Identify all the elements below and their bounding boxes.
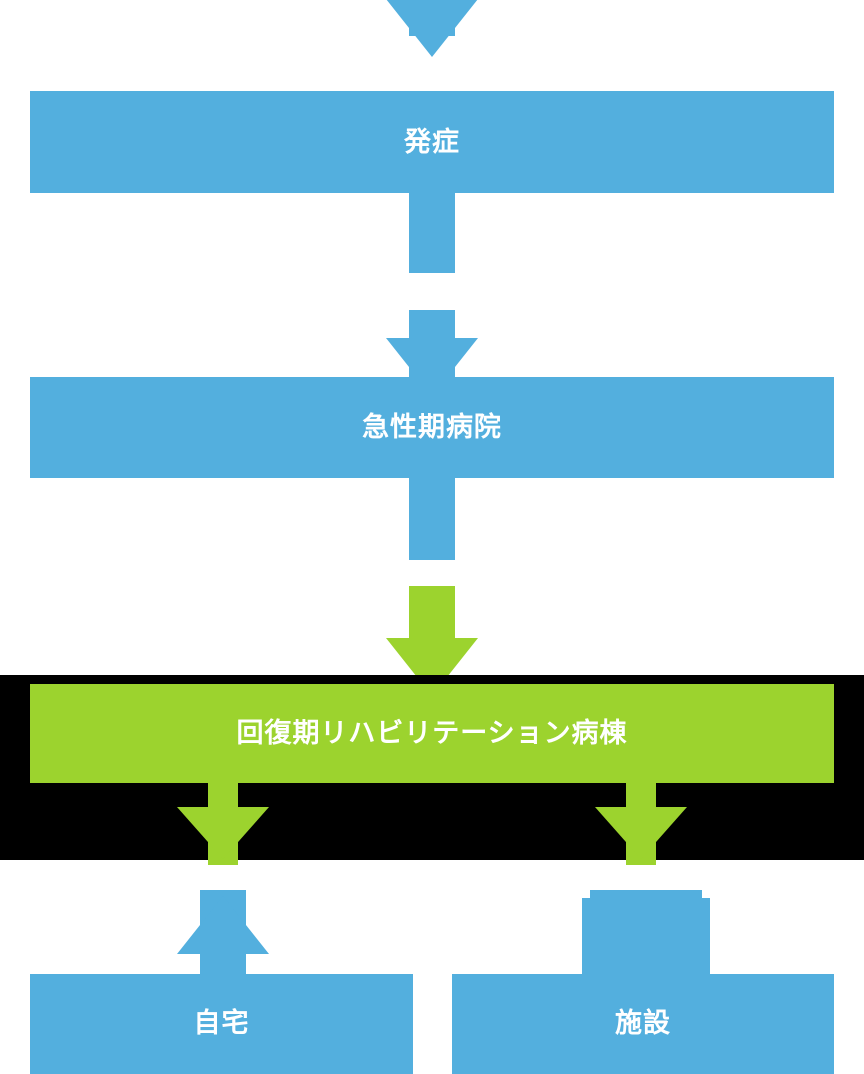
edge-facility-rehab-arrow xyxy=(582,890,710,980)
edge-rehab-home-arrow xyxy=(176,783,272,865)
edge-rehab-home-head xyxy=(177,807,269,859)
node-home-label: 自宅 xyxy=(193,1007,250,1039)
node-home[interactable]: 自宅 xyxy=(30,974,413,1074)
edge-acute-rehab-stem xyxy=(409,478,455,560)
edge-rehab-facility-head xyxy=(595,807,687,859)
edge-acute-rehab-blue-stem-wrap xyxy=(374,478,490,560)
edge-facility-rehab-cap xyxy=(590,890,702,902)
edge-inbound-onset-arrow xyxy=(374,0,490,91)
node-facility[interactable]: 施設 xyxy=(452,974,834,1074)
node-facility-label: 施設 xyxy=(615,1007,671,1039)
edge-facility-rehab-stem xyxy=(582,898,710,980)
node-acute-hospital-label: 急性期病院 xyxy=(362,412,502,443)
node-rehab-ward[interactable]: 回復期リハビリテーション病棟 xyxy=(30,684,834,783)
edge-onset-acute-arrow xyxy=(374,193,490,396)
edge-rehab-facility-arrow xyxy=(594,783,690,865)
node-acute-hospital[interactable]: 急性期病院 xyxy=(30,377,834,478)
edge-home-rehab-head xyxy=(177,896,269,954)
edge-inbound-onset-head xyxy=(386,0,478,57)
edge-home-rehab-arrow xyxy=(176,890,272,980)
node-onset-label: 発症 xyxy=(404,126,460,158)
edge-onset-acute-stem-upper xyxy=(409,193,455,273)
node-onset[interactable]: 発症 xyxy=(30,91,834,193)
node-rehab-ward-label: 回復期リハビリテーション病棟 xyxy=(236,718,628,749)
